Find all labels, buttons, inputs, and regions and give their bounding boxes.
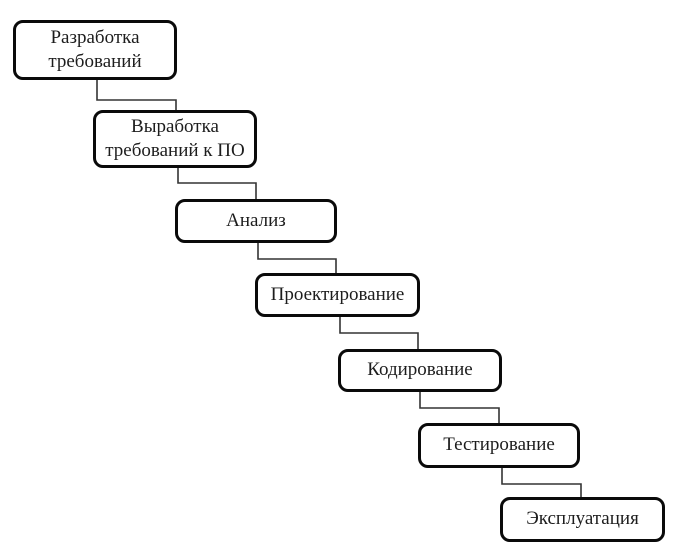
- stage-box-analysis: Анализ: [175, 199, 337, 243]
- connector-step-4-5: [339, 317, 419, 349]
- stage-label: Кодирование: [367, 359, 473, 381]
- stage-label: Тестирование: [443, 434, 555, 456]
- connector-step-6-7: [501, 468, 582, 497]
- connector-step-2-3: [177, 168, 257, 199]
- stage-box-testing: Тестирование: [418, 423, 580, 468]
- stage-box-software-requirements: Выработка требований к ПО: [93, 110, 257, 168]
- stage-label: Разработка требований: [48, 26, 142, 72]
- stage-box-operation: Эксплуатация: [500, 497, 665, 542]
- stage-label: Эксплуатация: [526, 508, 639, 530]
- connector-step-5-6: [419, 392, 500, 423]
- connector-step-1-2: [96, 80, 177, 110]
- connector-step-3-4: [257, 243, 337, 273]
- stage-box-design: Проектирование: [255, 273, 420, 317]
- stage-label: Выработка требований к ПО: [105, 115, 245, 161]
- stage-box-coding: Кодирование: [338, 349, 502, 392]
- stage-box-requirements-development: Разработка требований: [13, 20, 177, 80]
- stage-label: Проектирование: [270, 283, 405, 305]
- stage-label: Анализ: [226, 209, 286, 231]
